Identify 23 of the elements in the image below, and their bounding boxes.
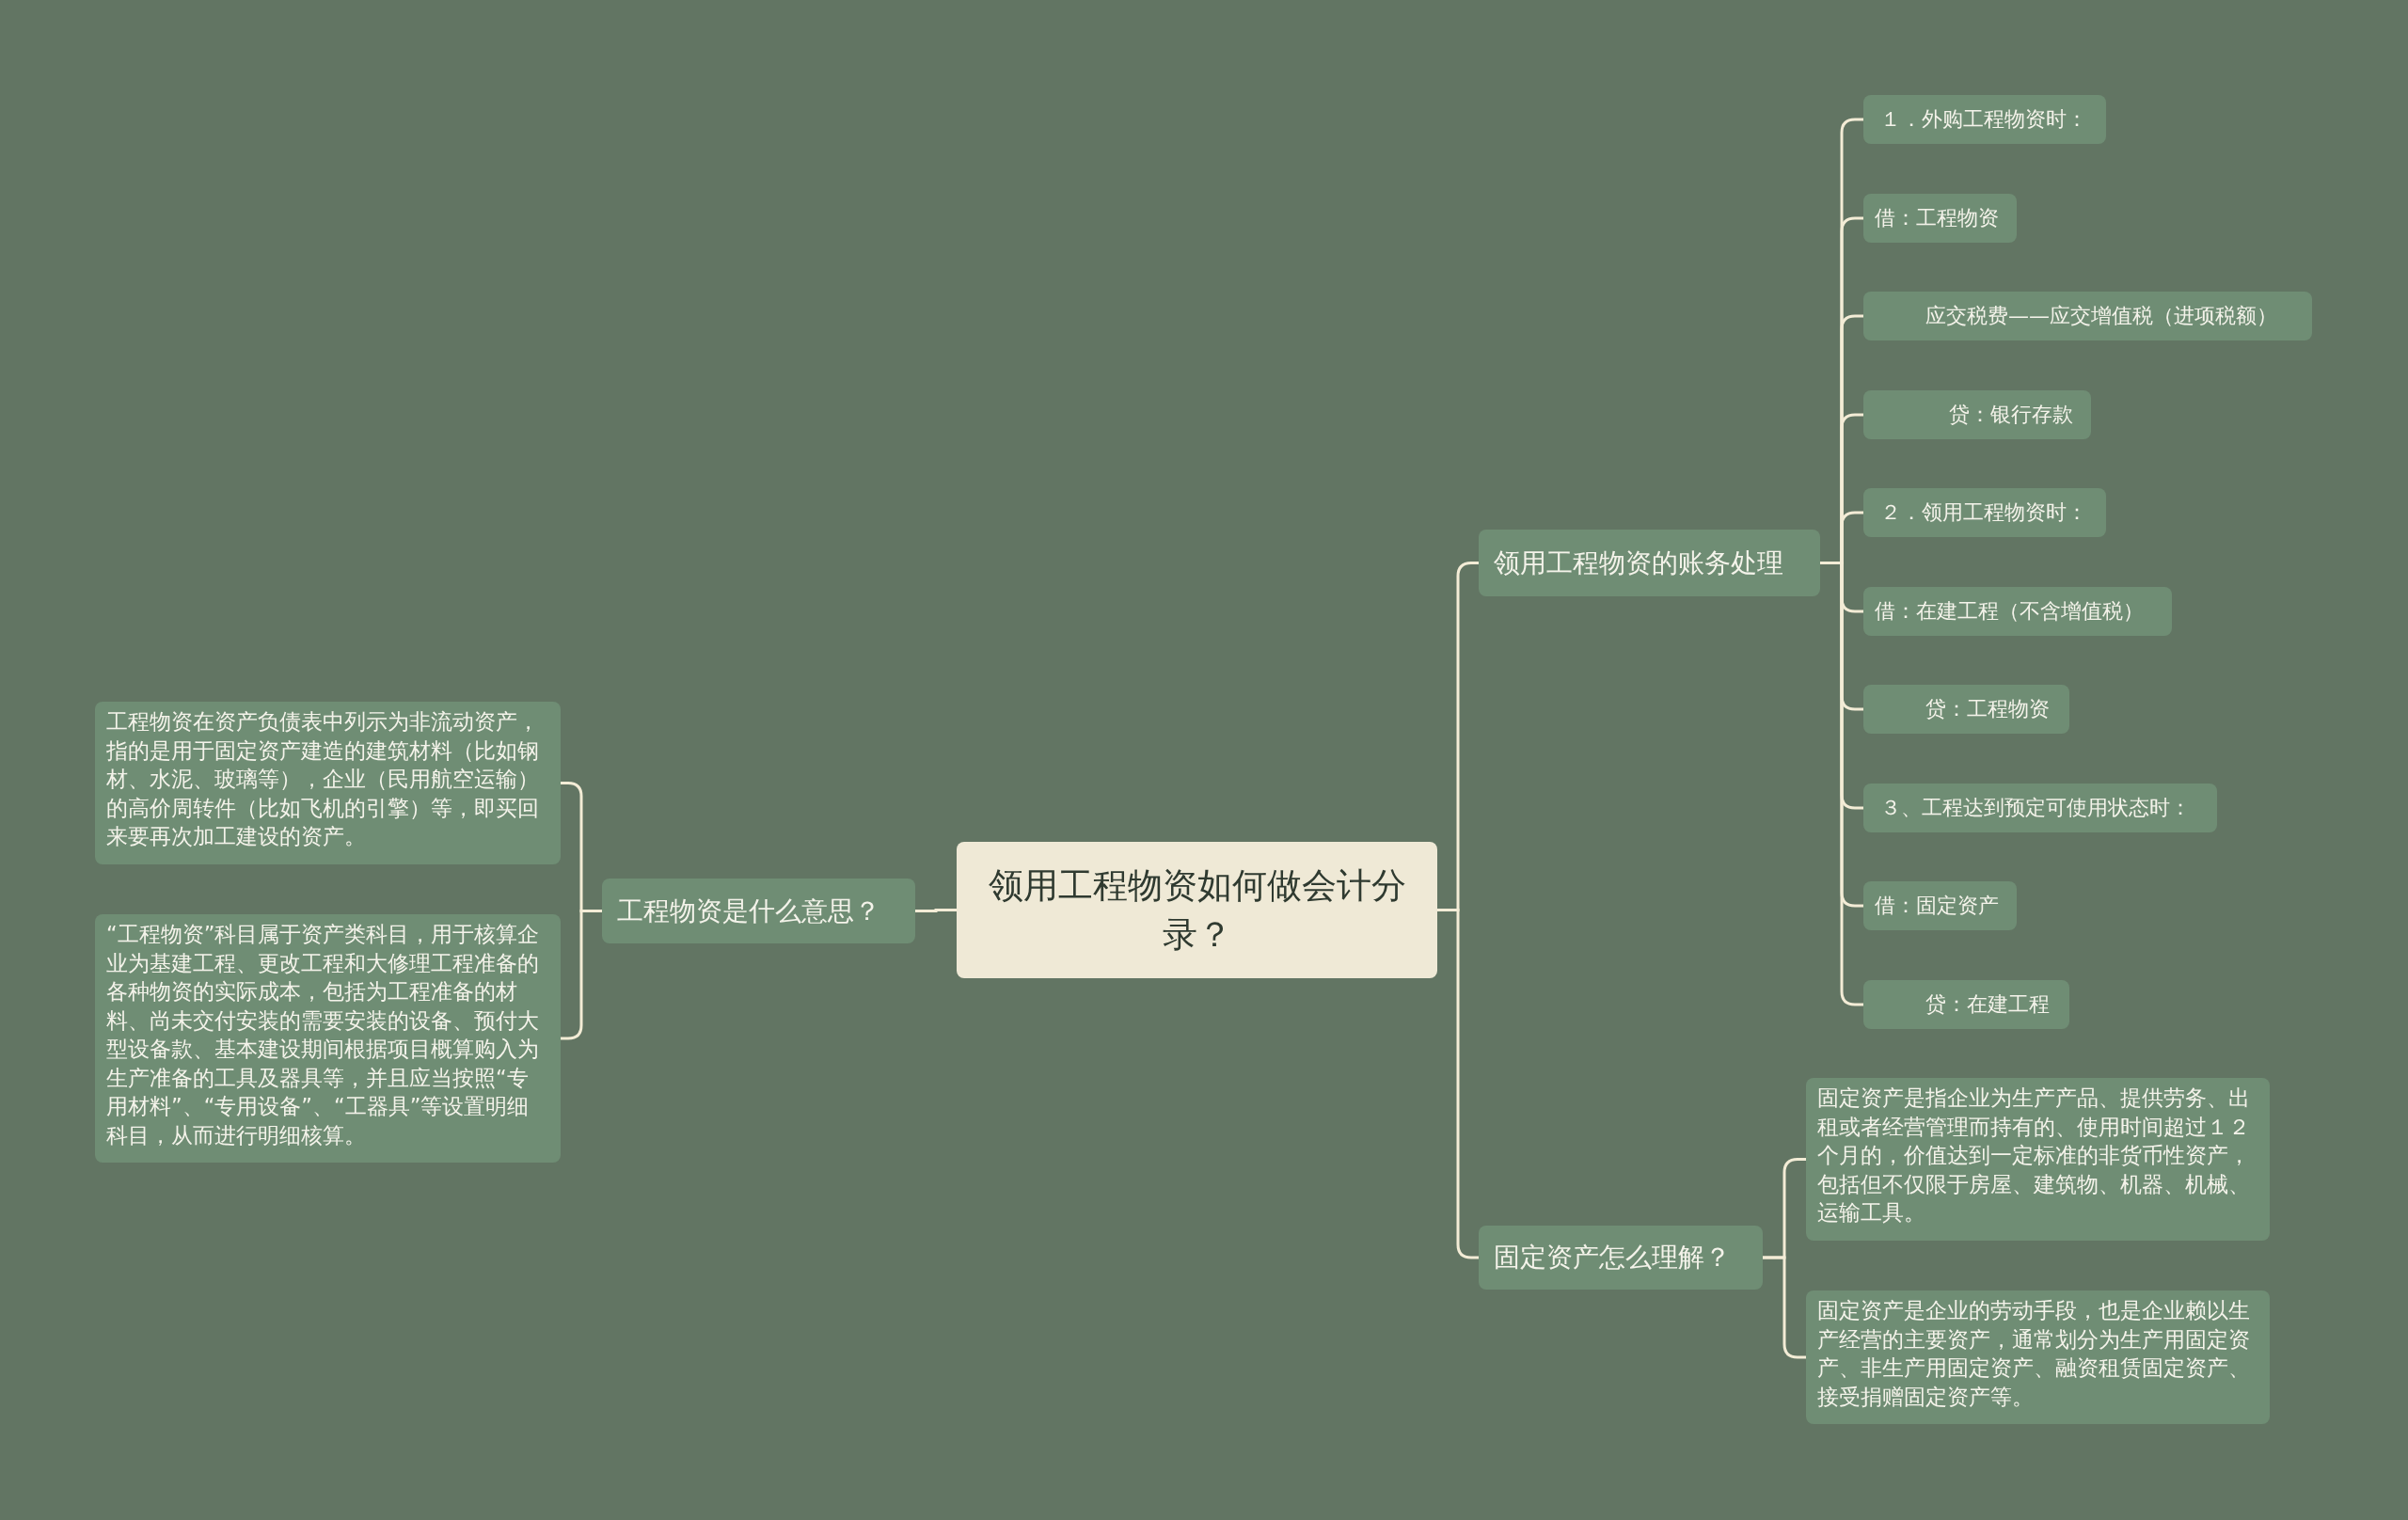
connector-line [915, 909, 957, 912]
topic-box: 领用工程物资的账务处理 [1479, 530, 1820, 596]
subtopic-box: 贷：工程物资 [1863, 685, 2069, 734]
connector-line [1820, 562, 1863, 1006]
connector-line [561, 910, 602, 1040]
text-box: 工程物资在资产负债表中列示为非流动资产，指的是用于固定资产建造的建筑材料（比如钢材、水泥、玻璃等），企业（民用航空运输）的高价周转件（比如飞机的引擎）等，即买回来要再次加工建设的资产。 [95, 702, 561, 864]
subtopic-box: 借：在建工程（不含增值税） [1863, 587, 2172, 636]
subtopic-box: ３、工程达到预定可使用状态时： [1863, 784, 2217, 832]
topic-box: 固定资产怎么理解？ [1479, 1226, 1763, 1290]
subtopic-box: １．外购工程物资时： [1863, 95, 2106, 144]
connector-line [1437, 909, 1479, 1259]
text-box: 固定资产是指企业为生产产品、提供劳务、出租或者经营管理而持有的、使用时间超过１２个月的，价值达到一定标准的非货币性资产，包括但不仅限于房屋、建筑物、机器、机械、运输工具。 [1806, 1078, 2270, 1241]
subtopic-box: 应交税费——应交增值税（进项税额） [1863, 292, 2312, 340]
central-topic-box: 领用工程物资如何做会计分录？ [957, 842, 1437, 978]
subtopic-box: 借：工程物资 [1863, 194, 2017, 243]
text-box: “工程物资”科目属于资产类科目，用于核算企业为基建工程、更改工程和大修理工程准备的各种物资的实际成本，包括为工程准备的材料、尚未交付安装的需要安装的设备、预付大型设备款、基本建设期间根据项目概算购入为生产准备的工具及器具等，并且应当按照“专用材料”、“专用设备”、“工器具”等设置明细科目，从而进行明细核算。 [95, 914, 561, 1163]
text-box: 固定资产是企业的劳动手段，也是企业赖以生产经营的主要资产，通常划分为生产用固定资产、非生产用固定资产、融资租赁固定资产、接受捐赠固定资产等。 [1806, 1290, 2270, 1424]
subtopic-box: ２．领用工程物资时： [1863, 488, 2106, 537]
connector-line [1763, 1256, 1806, 1359]
subtopic-box: 借：固定资产 [1863, 881, 2017, 930]
subtopic-box: 贷：在建工程 [1863, 980, 2069, 1029]
subtopic-box: 贷：银行存款 [1863, 390, 2091, 439]
topic-box: 工程物资是什么意思？ [602, 879, 915, 943]
